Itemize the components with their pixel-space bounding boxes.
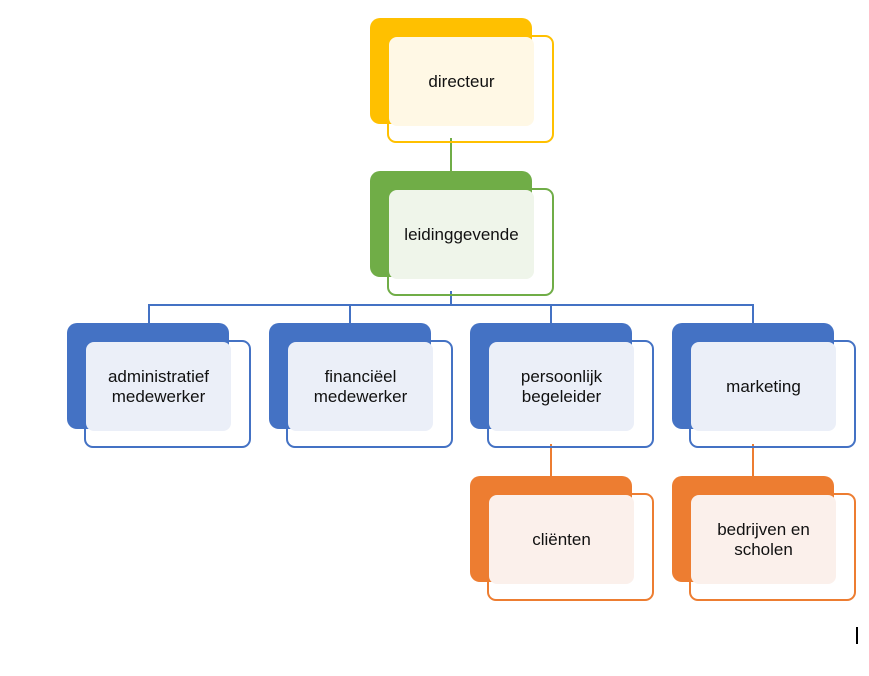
node-box: directeur <box>387 35 554 143</box>
node-box: persoonlijk begeleider <box>487 340 654 448</box>
node-label: bedrijven en scholen <box>717 520 810 559</box>
text-cursor <box>856 627 858 644</box>
node-label: marketing <box>726 377 801 396</box>
connector-to-persoonlijk <box>550 304 552 323</box>
node-label: cliënten <box>532 530 591 549</box>
node-label: administratief medewerker <box>107 367 210 406</box>
connector-to-marketing <box>752 304 754 323</box>
node-box: administratief medewerker <box>84 340 251 448</box>
node-box: cliënten <box>487 493 654 601</box>
node-marketing[interactable]: marketing <box>672 323 856 449</box>
connector-marketing-bedrijven <box>752 444 754 476</box>
node-box: bedrijven en scholen <box>689 493 856 601</box>
connector-level3-bus <box>148 304 754 306</box>
connector-persoonlijk-clienten <box>550 444 552 476</box>
node-label: persoonlijk begeleider <box>520 367 603 406</box>
node-directeur[interactable]: directeur <box>370 18 554 144</box>
node-box: leidinggevende <box>387 188 554 296</box>
node-box: marketing <box>689 340 856 448</box>
connector-to-administratief <box>148 304 150 323</box>
connector-directeur-leidinggevende <box>450 138 452 188</box>
node-box: financiëel medewerker <box>286 340 453 448</box>
node-label: leidinggevende <box>404 225 519 244</box>
node-label: financiëel medewerker <box>313 367 408 406</box>
connector-to-financieel <box>349 304 351 323</box>
node-leidinggevende[interactable]: leidinggevende <box>370 171 554 297</box>
node-clienten[interactable]: cliënten <box>470 476 654 602</box>
node-bedrijven-en-scholen[interactable]: bedrijven en scholen <box>672 476 856 602</box>
connector-leidinggevende-trunk <box>450 291 452 306</box>
node-persoonlijk-begeleider[interactable]: persoonlijk begeleider <box>470 323 654 449</box>
node-financieel-medewerker[interactable]: financiëel medewerker <box>269 323 453 449</box>
node-administratief-medewerker[interactable]: administratief medewerker <box>67 323 251 449</box>
node-label: directeur <box>428 72 495 91</box>
